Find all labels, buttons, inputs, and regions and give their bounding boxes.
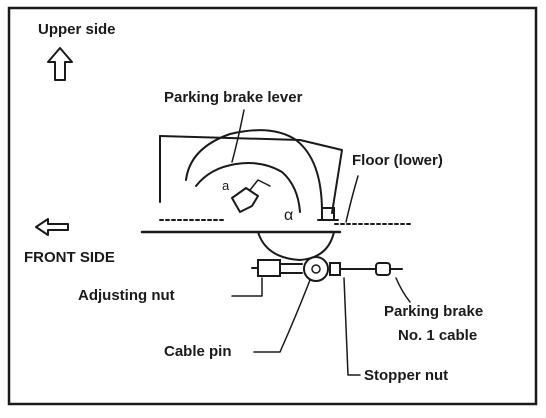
- left-arrow-icon: [35, 218, 69, 236]
- adjusting-nut-label: Adjusting nut: [78, 287, 175, 304]
- floor-lower-label: Floor (lower): [352, 152, 443, 169]
- cable-pin-circle: [303, 256, 329, 282]
- cable-label-line1: Parking brake: [384, 303, 483, 320]
- front-side-label: FRONT SIDE: [24, 249, 115, 266]
- parking-brake-lever-label: Parking brake lever: [164, 89, 303, 106]
- lever-body: [185, 129, 323, 213]
- lever-body-inner: [195, 162, 301, 213]
- cable-leader: [395, 277, 411, 303]
- cable-pin-leader: [253, 279, 311, 353]
- cable-pin-label: Cable pin: [164, 343, 232, 360]
- up-arrow-icon: [47, 47, 73, 81]
- angle-mark-a: a: [222, 178, 230, 193]
- cable-label-line2: No. 1 cable: [398, 327, 477, 344]
- ratchet-pawl: [231, 187, 259, 213]
- lever-pivot-arc: [257, 231, 335, 261]
- pawl-arm: [249, 179, 271, 191]
- adjusting-nut-body: [257, 259, 281, 277]
- lever-leader-line: [231, 109, 245, 163]
- adjusting-nut-leader: [231, 277, 263, 297]
- diagram-frame: [7, 6, 538, 406]
- stopper-nut-leader: [343, 277, 361, 376]
- upper-side-label: Upper side: [38, 21, 116, 38]
- angle-mark-alpha: α: [284, 207, 293, 224]
- floor-leader-line: [345, 175, 359, 223]
- stopper-nut-label: Stopper nut: [364, 367, 448, 384]
- stopper-nut-body: [329, 262, 341, 276]
- cable-end-fitting: [375, 262, 391, 276]
- cable-pin-center: [311, 264, 321, 274]
- lever-housing-outline: [159, 135, 343, 214]
